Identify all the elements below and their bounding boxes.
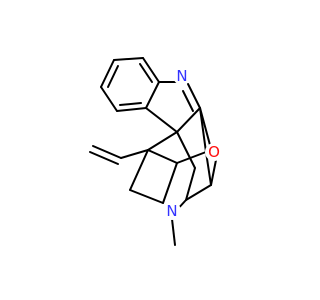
atom-nitrogen-indolenine: N bbox=[173, 67, 191, 85]
bond bbox=[162, 162, 178, 204]
atom-nitrogen-amine: N bbox=[163, 202, 181, 220]
bond bbox=[171, 218, 176, 246]
bond bbox=[210, 159, 217, 186]
bond bbox=[100, 59, 115, 88]
molecule-drawing: N O N bbox=[89, 57, 223, 246]
bond-double-inner bbox=[182, 90, 194, 112]
bond-layer bbox=[89, 57, 217, 246]
bond bbox=[176, 131, 196, 169]
bond bbox=[176, 151, 207, 164]
bond bbox=[113, 57, 144, 61]
bond bbox=[187, 83, 201, 109]
bond bbox=[145, 81, 160, 109]
atom-label: N bbox=[176, 67, 187, 85]
bond bbox=[205, 151, 212, 186]
bond bbox=[176, 107, 201, 133]
atom-label: N bbox=[166, 202, 177, 220]
bond bbox=[147, 131, 178, 151]
bond bbox=[199, 107, 211, 146]
bond-double-inner bbox=[89, 151, 119, 165]
bond bbox=[92, 145, 122, 159]
bond bbox=[129, 149, 149, 191]
atom-oxygen: O bbox=[205, 143, 223, 161]
bond-double-inner bbox=[119, 102, 142, 106]
bond-double-inner bbox=[107, 65, 119, 88]
bond bbox=[142, 57, 160, 83]
bond-double-inner bbox=[139, 63, 153, 83]
bond bbox=[185, 167, 196, 201]
atom-layer: N O N bbox=[163, 67, 223, 220]
bond bbox=[147, 149, 178, 164]
bond bbox=[120, 149, 149, 159]
atom-label: O bbox=[208, 143, 220, 161]
bond bbox=[145, 107, 178, 133]
bond bbox=[116, 107, 147, 112]
bond bbox=[185, 184, 212, 201]
bond bbox=[129, 189, 164, 204]
structure-canvas: N O N bbox=[89, 57, 223, 246]
bond bbox=[100, 86, 118, 112]
